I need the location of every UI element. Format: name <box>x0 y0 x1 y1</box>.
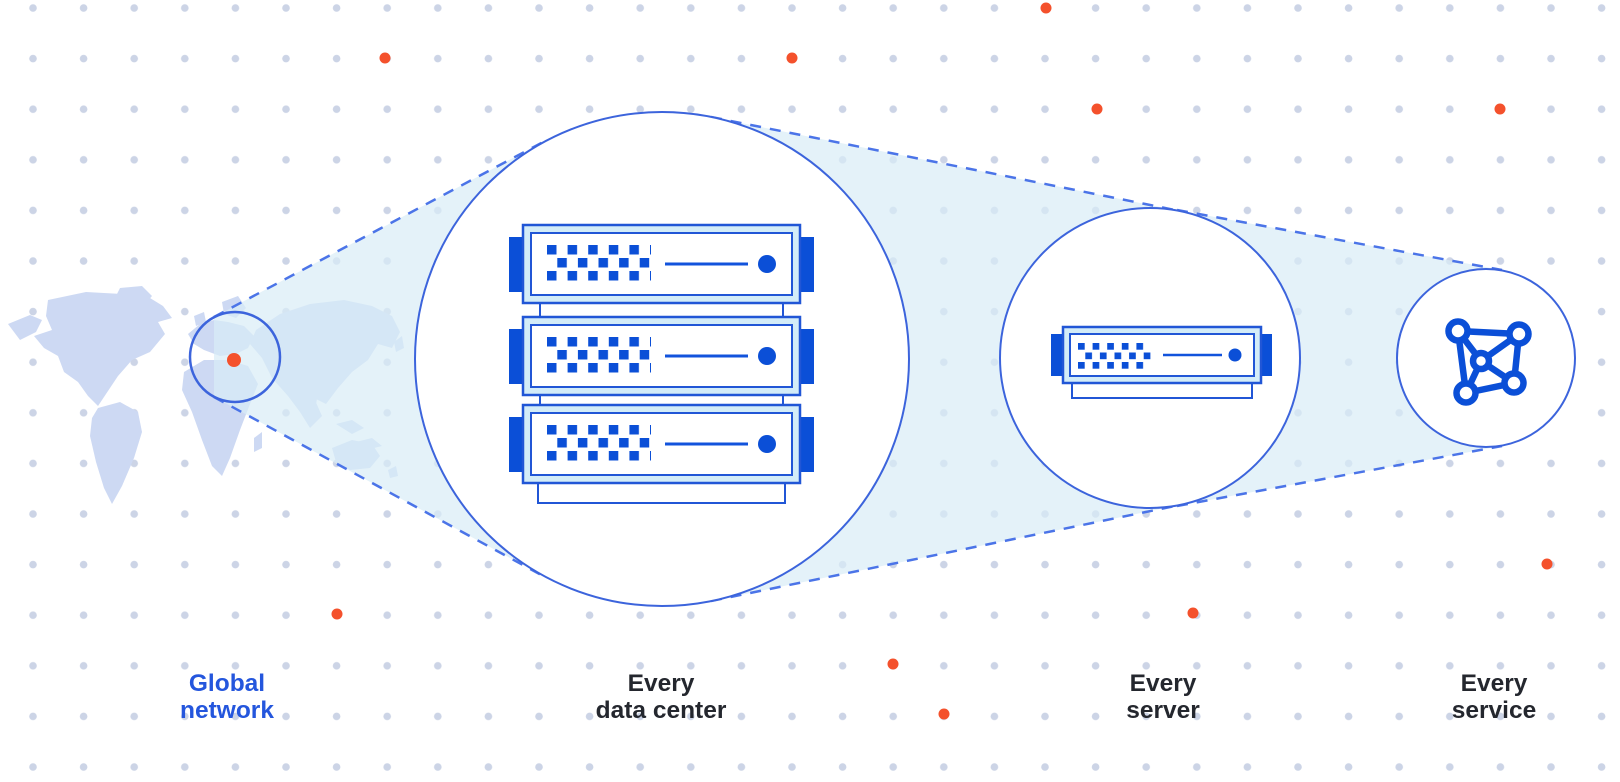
caption-server-line2: server <box>1126 697 1200 724</box>
orange-dot <box>379 52 391 64</box>
vent-pattern <box>1078 343 1151 369</box>
server-unit <box>509 315 814 397</box>
orange-dot <box>1091 103 1103 115</box>
map-location-marker <box>227 353 241 367</box>
caption-service-line2: service <box>1452 697 1536 724</box>
server-rack-icon <box>509 223 814 504</box>
network-graph-icon <box>1445 318 1532 406</box>
captions: Global network Every data center Every s… <box>180 670 1536 724</box>
caption-data-center-line1: Every <box>628 670 695 697</box>
orange-dot <box>1494 103 1506 115</box>
vent-pattern <box>547 337 651 373</box>
led-dot <box>758 255 776 273</box>
led-dot <box>758 347 776 365</box>
map-zoom-circle <box>188 310 282 404</box>
orange-dot <box>938 708 950 720</box>
server-unit <box>509 403 814 485</box>
vent-pattern <box>547 425 651 461</box>
caption-global-network-line1: Global <box>189 670 265 697</box>
led-dot <box>1228 348 1242 362</box>
graph-node <box>1501 370 1527 396</box>
server-unit <box>509 223 814 305</box>
caption-service-line1: Every <box>1461 670 1528 697</box>
server-icon <box>1051 325 1272 399</box>
orange-dot <box>331 608 343 620</box>
orange-dots <box>331 2 1553 720</box>
orange-dot <box>1187 607 1199 619</box>
graph-node-center <box>1469 349 1493 373</box>
orange-dot <box>786 52 798 64</box>
orange-dot <box>1040 2 1052 14</box>
graph-node <box>1453 380 1479 406</box>
led-dot <box>758 435 776 453</box>
caption-data-center-line2: data center <box>596 697 727 724</box>
vent-pattern <box>547 245 651 281</box>
graph-node <box>1445 318 1471 344</box>
zoom-dashed-lines <box>213 115 1503 603</box>
caption-server-line1: Every <box>1130 670 1197 697</box>
orange-dot <box>887 658 899 670</box>
caption-global-network-line2: network <box>180 697 274 724</box>
graph-node <box>1506 321 1532 347</box>
orange-dot <box>1541 558 1553 570</box>
